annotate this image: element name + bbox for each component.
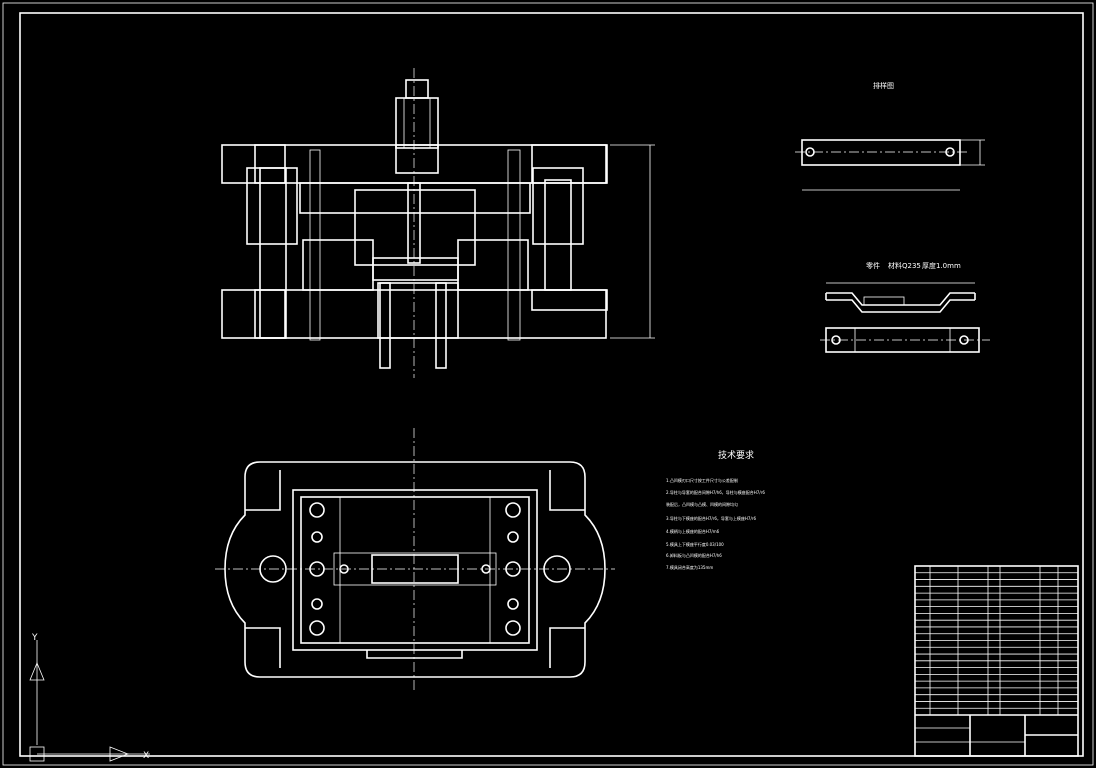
tech-item-7: 6.卸料板与凸凹模的配合H7/h6: [666, 552, 722, 558]
ucs-icon: Y X: [29, 633, 150, 762]
part-view: 零件 材料Q235 厚度1.0mm: [820, 261, 990, 353]
tech-item-4: 3.导柱与下模座的配合H7/r6，导套与上模座H7/r6: [666, 515, 756, 521]
tech-title: 技术要求: [718, 449, 754, 461]
tech-item-8: 7.模具闭合高度为135mm: [666, 564, 713, 570]
tech-item-3: 装配后，凸凹模与凸模、凹模的间隙均匀: [666, 501, 738, 507]
tech-item-1: 1.凸凹模刃口尺寸按工件尺寸与公差配制: [666, 477, 738, 483]
layout-title: 排样图: [873, 81, 894, 90]
ucs-y-label: Y: [31, 633, 38, 643]
plan-view: [215, 428, 615, 690]
tech-item-5: 4.模柄与上模座的配合H7/m6: [666, 528, 720, 534]
part-thickness: 厚度1.0mm: [922, 261, 961, 270]
ucs-x-label: X: [143, 751, 149, 761]
technical-requirements: 技术要求 1.凸凹模刃口尺寸按工件尺寸与公差配制 2.导柱与导套的配合间隙H7/…: [666, 449, 765, 570]
strip-layout-view: 排样图: [795, 81, 985, 191]
tech-item-2: 2.导柱与导套的配合间隙H7/h6，导柱与模座配合H7/r6: [666, 489, 765, 495]
part-title: 零件: [866, 261, 880, 270]
title-block: [914, 565, 1079, 757]
assembly-section-view: [221, 68, 655, 378]
tech-item-6: 5.模具上下模座平行度0.03/100: [666, 541, 724, 547]
part-material: 材料Q235: [888, 261, 921, 270]
